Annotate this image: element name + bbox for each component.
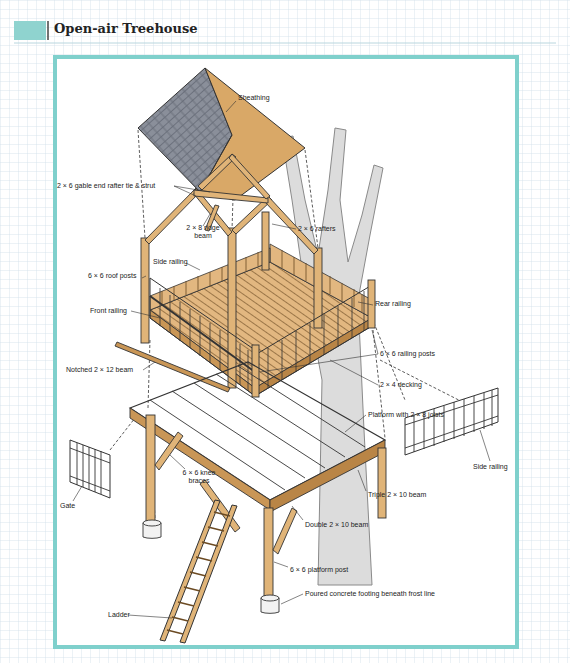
part-label: 6 × 6 platform post bbox=[290, 566, 348, 574]
part-label: Sheathing bbox=[238, 94, 270, 102]
part-label: Side railing bbox=[153, 258, 188, 266]
part-label: 6 × 6 roof posts bbox=[88, 272, 136, 280]
part-label: Triple 2 × 10 beam bbox=[368, 491, 426, 499]
part-label: 2 × 6 gable end rafter tie & strut bbox=[57, 182, 155, 190]
part-label: Side railing bbox=[473, 463, 508, 471]
part-label: Rear railing bbox=[375, 300, 411, 308]
part-label: Notched 2 × 12 beam bbox=[66, 366, 133, 374]
part-label: Ladder bbox=[108, 611, 130, 619]
part-label: Poured concrete footing beneath frost li… bbox=[305, 590, 435, 598]
part-label: 2 × 6 rafters bbox=[298, 225, 336, 233]
part-label: Front railing bbox=[90, 307, 127, 315]
part-label: 6 × 6 railing posts bbox=[380, 350, 435, 358]
part-label: Gate bbox=[60, 502, 75, 510]
part-label: 2 × 8 ridge beam bbox=[186, 224, 220, 240]
page-title: Open-air Treehouse bbox=[54, 21, 198, 36]
part-label: 2 × 4 decking bbox=[380, 381, 422, 389]
part-label: Double 2 × 10 beam bbox=[305, 521, 368, 529]
part-label: Platform with 2 × 8 joists bbox=[368, 411, 444, 419]
part-label: 6 × 6 knee braces bbox=[180, 469, 218, 485]
